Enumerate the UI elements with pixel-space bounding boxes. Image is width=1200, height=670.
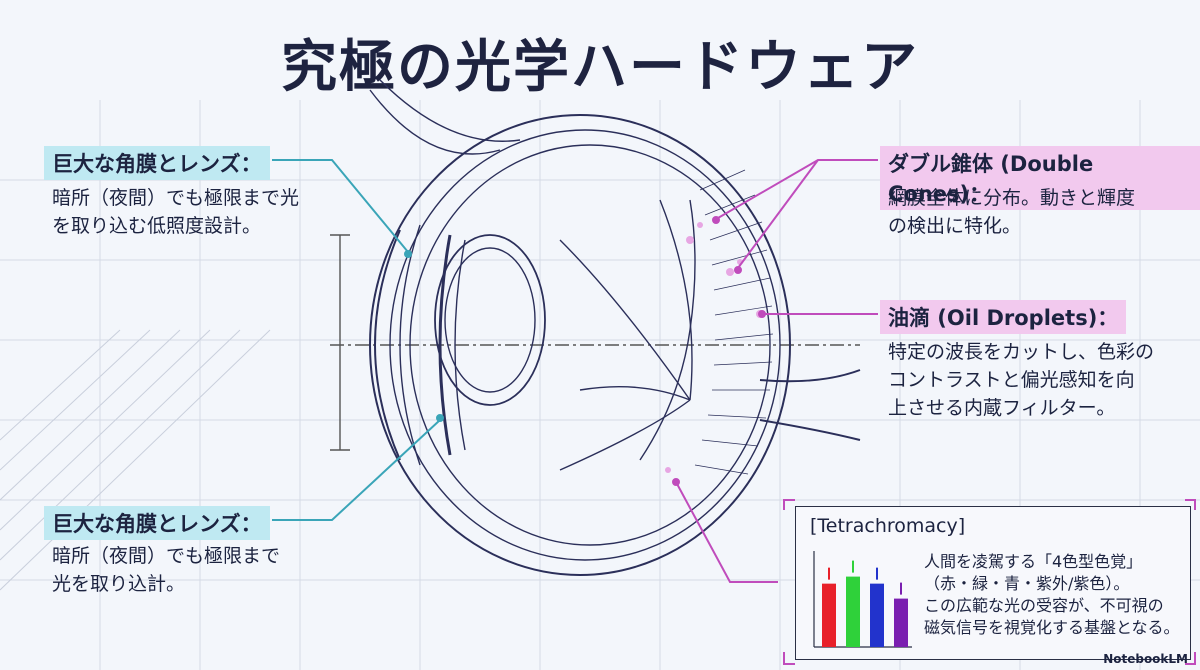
double-cones-desc: 網膜全体に分布。動きと輝度 の検出に特化。 bbox=[888, 187, 1136, 237]
cornea-lens-desc-bottom: 暗所（夜間）でも極限まで 光を取り込計。 bbox=[52, 545, 281, 595]
cornea-lens-desc-top: 暗所（夜間）でも極限まで光 を取り込む低照度設計。 bbox=[52, 187, 300, 237]
oil-droplets-label: 油滴 (Oil Droplets)： bbox=[880, 300, 1127, 334]
cornea-lens-label-top: 巨大な角膜とレンズ： bbox=[44, 146, 270, 180]
cornea-lens-label-bottom: 巨大な角膜とレンズ： bbox=[44, 506, 270, 540]
tetra-bar bbox=[846, 576, 860, 647]
tetra-bar bbox=[870, 583, 884, 647]
tetrachromacy-box: [Tetrachromacy] 人間を凌駕する「4色型色覚」 （赤・緑・青・紫外… bbox=[795, 506, 1191, 660]
tetra-bar bbox=[894, 598, 908, 647]
double-cones-label: ダブル錐体 (Double Cones)： bbox=[880, 146, 1200, 210]
page-title: 究極の光学ハードウェア bbox=[281, 35, 919, 100]
notebooklm-logo: NotebookLM bbox=[1103, 652, 1188, 666]
tetrachromacy-text: 人間を凌駕する「4色型色覚」 （赤・緑・青・紫外/紫色）。 この広範な光の受容が… bbox=[924, 552, 1180, 637]
tetra-bar bbox=[822, 583, 836, 647]
tetrachromacy-title: [Tetrachromacy] bbox=[810, 515, 966, 537]
tetrachromacy-chart bbox=[813, 551, 912, 648]
oil-droplets-desc: 特定の波長をカットし、色彩の コントラストと偏光感知を向 上させる内蔵フィルター… bbox=[888, 341, 1155, 419]
